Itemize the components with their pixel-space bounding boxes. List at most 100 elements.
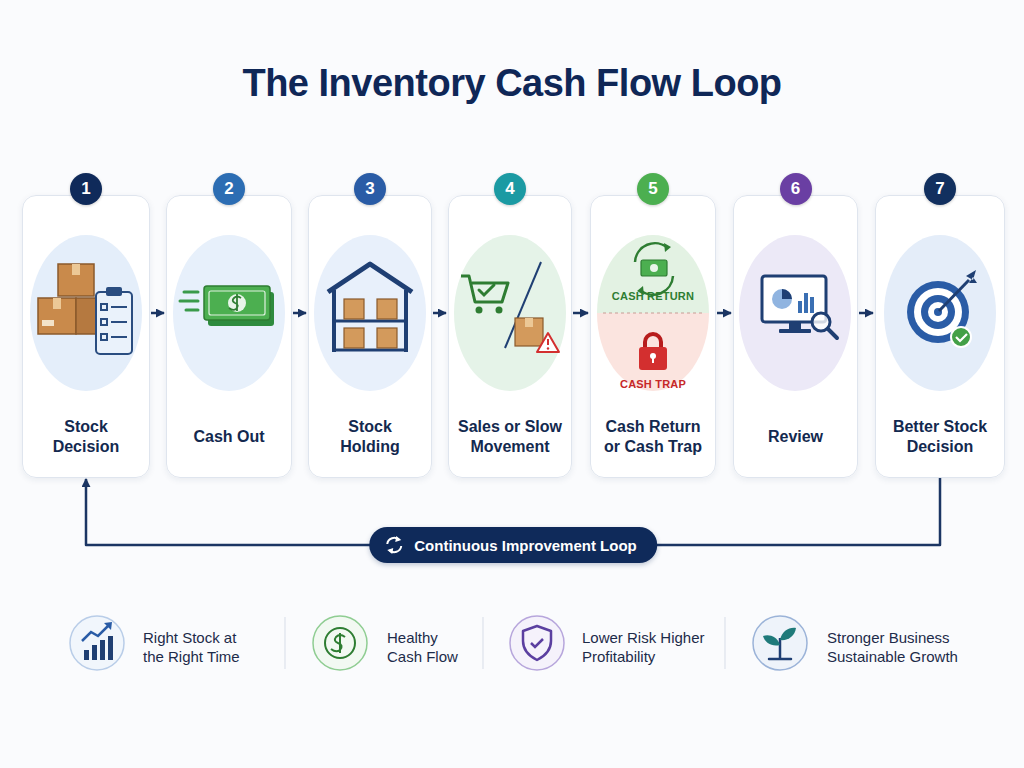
step-number: 4 <box>494 173 526 205</box>
carton-tape <box>53 298 61 309</box>
step-label: Sales or Slow Movement <box>451 417 569 457</box>
banknote-seal <box>228 294 246 312</box>
keyhole <box>652 357 654 363</box>
plant-leaf <box>780 628 796 640</box>
return-arrow <box>635 243 668 262</box>
card-fills <box>22 195 1005 478</box>
monitor-base <box>779 329 811 333</box>
magnifier-handle <box>828 329 837 338</box>
benefit-icon-circle <box>70 616 124 670</box>
edge-label: Continuous Improvement Loop <box>414 537 637 554</box>
benefit-dividers <box>285 617 725 669</box>
padlock-body <box>639 347 667 370</box>
shopping-cart <box>461 276 508 302</box>
pie-slice <box>782 289 792 299</box>
arrow-head <box>104 622 112 630</box>
flow-arrow <box>433 312 446 315</box>
plant-leaf <box>763 635 780 645</box>
icon-backdrop <box>30 235 142 391</box>
card-fill <box>308 195 432 478</box>
carton-label <box>42 320 54 326</box>
bar <box>810 297 814 313</box>
warning-mark <box>547 339 549 345</box>
step-number: 1 <box>70 173 102 205</box>
checkbox <box>101 304 107 310</box>
target-icon <box>907 270 977 347</box>
carton <box>344 299 364 319</box>
dart-fletching <box>966 270 977 283</box>
flow-arrow <box>293 312 306 315</box>
process-card: 5CASH RETURNCASH TRAPCash Return or Cash… <box>590 195 716 478</box>
shield <box>523 626 551 660</box>
step-number: 3 <box>354 173 386 205</box>
cart-wheel <box>496 307 503 314</box>
step-label: Stock Holding <box>320 417 420 457</box>
growth-chart-icon <box>70 616 124 670</box>
pie-chart <box>772 289 792 309</box>
split-divider <box>603 312 703 313</box>
cash-return-tag: CASH RETURN <box>612 290 694 302</box>
dart-shaft <box>939 280 969 311</box>
speed-lines <box>180 292 198 310</box>
banknote <box>204 286 270 320</box>
ground-line <box>769 658 791 661</box>
boxes-clipboard-icon <box>38 264 132 354</box>
clipboard <box>96 292 132 354</box>
edge-group <box>86 313 940 545</box>
carton <box>377 328 397 348</box>
step-label: Review <box>741 427 851 447</box>
check-mark <box>479 285 494 295</box>
cash-trap-tag: CASH TRAP <box>620 378 686 390</box>
bar <box>108 636 113 660</box>
bar <box>84 650 89 660</box>
refresh-icon <box>383 534 405 556</box>
arrow-head <box>395 536 401 542</box>
process-card: 2Cash Out <box>166 195 292 478</box>
cash-return-trap-icon <box>635 243 673 370</box>
flow-arrow <box>151 312 164 315</box>
flow-arrow <box>717 312 731 315</box>
bar <box>100 640 105 660</box>
warehouse-icon <box>328 264 412 352</box>
speed-line <box>186 309 198 312</box>
process-card: 6Review <box>733 195 858 478</box>
benefit-icon-circle <box>753 616 807 670</box>
card-fill <box>22 195 150 478</box>
cash-out-icon <box>180 286 274 326</box>
flow-arrow <box>573 312 588 315</box>
carton <box>377 299 397 319</box>
step-number: 2 <box>213 173 245 205</box>
cash-trap-half <box>597 313 709 391</box>
icon-backdrop <box>314 235 426 391</box>
benefit-label: Healthy Cash Flow <box>387 628 467 666</box>
shield-icon <box>510 616 564 670</box>
checklist-line <box>111 306 127 308</box>
coin <box>325 628 355 658</box>
warning-triangle <box>537 333 559 352</box>
carton <box>58 264 94 296</box>
card-fill <box>733 195 858 478</box>
banknote-seal <box>650 264 658 272</box>
checkbox <box>101 334 107 340</box>
carton-tape <box>72 264 80 275</box>
card-fill <box>448 195 572 478</box>
flow-arrow <box>859 312 873 315</box>
process-card: 7Better Stock Decision <box>875 195 1005 478</box>
divider <box>724 617 725 669</box>
warning-dot <box>547 347 549 349</box>
step-number: 6 <box>780 173 812 205</box>
diagram-title: The Inventory Cash Flow Loop <box>0 62 1024 105</box>
dollar-symbol <box>331 633 345 653</box>
step-label: Better Stock Decision <box>884 417 996 457</box>
divider <box>482 617 483 669</box>
icon-backdrops <box>30 235 996 391</box>
step-number: 5 <box>637 173 669 205</box>
carton <box>38 298 76 334</box>
check-badge <box>951 327 971 347</box>
card-fill <box>166 195 292 478</box>
check-mark <box>956 334 967 341</box>
benefit-label: Right Stock at the Right Time <box>143 628 243 666</box>
icon-backdrop <box>739 235 851 391</box>
monitor-stand <box>789 322 801 330</box>
shelf <box>334 320 406 323</box>
